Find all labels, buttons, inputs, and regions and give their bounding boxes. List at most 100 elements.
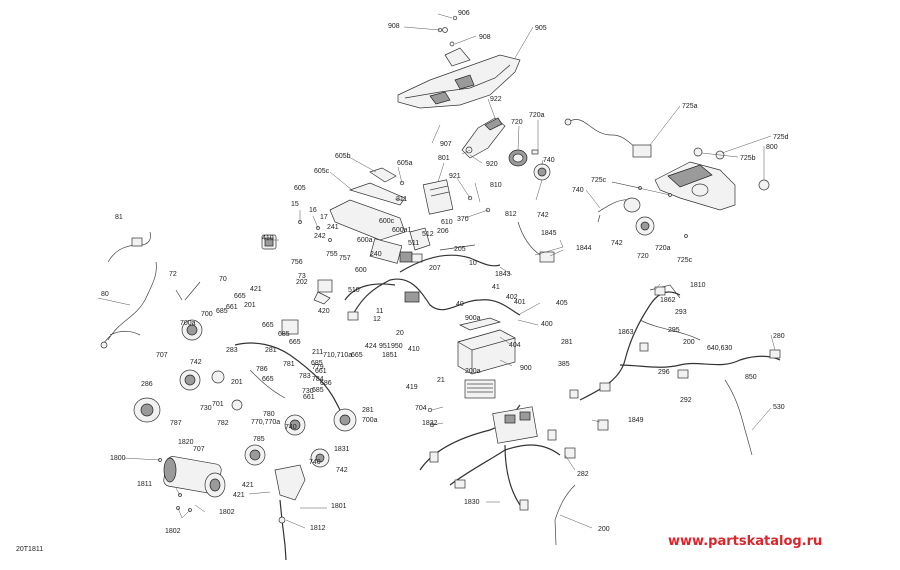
part-label: 201 bbox=[244, 302, 256, 309]
battery-900 bbox=[457, 329, 516, 375]
part-label: 787 bbox=[170, 420, 182, 427]
part-label: 784 bbox=[312, 376, 324, 383]
part-label: 1832 bbox=[422, 420, 438, 427]
part-label: 1862 bbox=[660, 297, 676, 304]
part-label: 511 bbox=[408, 240, 419, 247]
part-label: 720a bbox=[655, 245, 671, 252]
part-label: 685 bbox=[278, 331, 290, 338]
part-label: 10 bbox=[469, 260, 477, 267]
part-label: 812 bbox=[505, 211, 517, 218]
connector-725a bbox=[632, 144, 652, 158]
part-label: 908 bbox=[388, 23, 400, 30]
part-label: 421 bbox=[242, 482, 254, 489]
part-label: 41 bbox=[492, 284, 500, 291]
part-label: 661 bbox=[303, 394, 315, 401]
part-label: 404 bbox=[509, 342, 521, 349]
part-label: 770,770a bbox=[251, 419, 280, 426]
part-label: 665 bbox=[234, 293, 246, 300]
part-label: 757 bbox=[339, 255, 351, 262]
part-label: 610 bbox=[441, 219, 453, 226]
part-label: 295 bbox=[668, 327, 680, 334]
part-label: 605a bbox=[397, 160, 413, 167]
tray-905 bbox=[397, 27, 521, 109]
part-label: 605c bbox=[314, 168, 330, 175]
part-label: 661 bbox=[226, 304, 238, 311]
part-label: 241 bbox=[327, 224, 339, 231]
part-label: 512 bbox=[422, 231, 434, 238]
part-label: 81 bbox=[115, 214, 123, 221]
part-label: 605b bbox=[335, 153, 351, 160]
part-label: 1830 bbox=[464, 499, 480, 506]
part-label: 293 bbox=[675, 309, 687, 316]
part-label: 665 bbox=[262, 376, 274, 383]
part-label: 907 bbox=[440, 141, 452, 148]
part-label: 401 bbox=[514, 299, 526, 306]
part-label: 781 bbox=[283, 361, 295, 368]
light-bar-725b bbox=[654, 161, 736, 211]
speaker-701 bbox=[133, 397, 161, 423]
part-label: 640,630 bbox=[707, 345, 732, 352]
part-label: 202 bbox=[296, 279, 308, 286]
part-label: 240 bbox=[370, 251, 382, 258]
speaker-700-right bbox=[333, 408, 357, 432]
part-label: 1820 bbox=[178, 439, 194, 446]
speaker-704 bbox=[244, 444, 266, 466]
part-label: 1849 bbox=[628, 417, 644, 424]
part-label: 730 bbox=[302, 388, 314, 395]
part-label: 665 bbox=[351, 352, 363, 359]
part-label: 370 bbox=[457, 216, 469, 223]
speaker-700-lower bbox=[310, 448, 330, 468]
harness-510 bbox=[349, 278, 521, 321]
part-label: 740 bbox=[309, 459, 321, 466]
part-label: 665 bbox=[262, 322, 274, 329]
switch-410 bbox=[261, 234, 277, 250]
speaker-740-top bbox=[533, 163, 551, 181]
part-label: 742 bbox=[336, 467, 348, 474]
part-label: 725b bbox=[740, 155, 756, 162]
part-label: 1851 bbox=[382, 352, 398, 359]
part-label: 725c bbox=[591, 177, 607, 184]
part-label: 720 bbox=[637, 253, 649, 260]
part-label: 742 bbox=[190, 359, 202, 366]
part-label: 785 bbox=[253, 436, 265, 443]
part-label: 15 bbox=[291, 201, 299, 208]
part-label: 921 bbox=[449, 173, 461, 180]
part-label: 402 bbox=[506, 294, 518, 301]
winch-1800 bbox=[163, 456, 226, 498]
speaker-700-mid bbox=[284, 414, 306, 436]
part-label: 405 bbox=[556, 300, 568, 307]
part-label: 72 bbox=[169, 271, 177, 278]
part-label: 286 bbox=[141, 381, 153, 388]
part-label: 707 bbox=[193, 446, 205, 453]
part-label: 950 bbox=[391, 343, 403, 350]
sensor-720 bbox=[508, 149, 539, 167]
switch-panel-600 bbox=[369, 238, 423, 264]
part-label: 600a bbox=[357, 237, 373, 244]
part-label: 70 bbox=[219, 276, 227, 283]
part-label: 207 bbox=[429, 265, 441, 272]
part-label: 665 bbox=[289, 339, 301, 346]
part-label: 707 bbox=[156, 352, 168, 359]
part-label: 740 bbox=[285, 424, 297, 431]
part-label: 200a bbox=[465, 368, 481, 375]
diagram-code: 20T1811 bbox=[16, 546, 43, 553]
part-label: 73 bbox=[298, 273, 306, 280]
part-label: 385 bbox=[558, 361, 570, 368]
part-label: 811 bbox=[396, 196, 407, 203]
part-label: 1863 bbox=[618, 329, 634, 336]
part-label: 410 bbox=[408, 346, 420, 353]
part-label: 700a bbox=[362, 417, 378, 424]
part-label: 200 bbox=[683, 339, 695, 346]
part-label: 686 bbox=[320, 380, 332, 387]
part-label: 801 bbox=[438, 155, 450, 162]
part-label: 740 bbox=[572, 187, 584, 194]
part-label: 421 bbox=[233, 492, 245, 499]
part-label: 400 bbox=[541, 321, 553, 328]
part-label: 281 bbox=[362, 407, 374, 414]
part-label: 740 bbox=[543, 157, 555, 164]
part-label: 850 bbox=[745, 374, 757, 381]
part-label: 922 bbox=[490, 96, 502, 103]
part-label: 951 bbox=[379, 343, 391, 350]
part-label: 725a bbox=[682, 103, 698, 110]
